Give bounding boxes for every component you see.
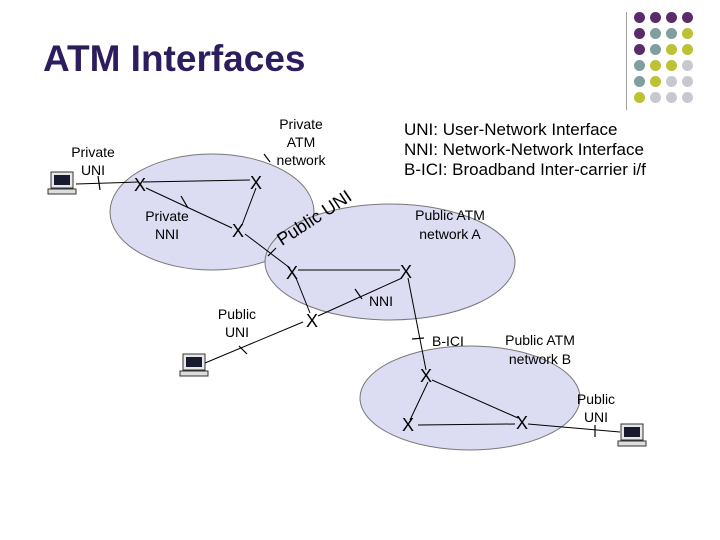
public-uni-right-label-line2: UNI xyxy=(584,409,608,425)
public-uni-curved-tick xyxy=(267,247,277,257)
legend-bici: B-ICI: Broadband Inter-carrier i/f xyxy=(404,160,646,179)
decorative-dot xyxy=(682,92,693,103)
public-network-b-label-line2: network B xyxy=(509,351,571,367)
decorative-dot xyxy=(682,76,693,87)
decorative-dot xyxy=(634,76,645,87)
computer-icon xyxy=(617,423,647,447)
switch-public-a-right: X xyxy=(400,262,412,282)
interface-legend: UNI: User-Network Interface NNI: Network… xyxy=(404,120,646,180)
public-uni-curved-link xyxy=(244,233,291,269)
private-nni-tick xyxy=(180,195,189,209)
bici-label: B-ICI xyxy=(432,333,464,349)
private-uni-tick xyxy=(97,175,101,191)
decorative-dot xyxy=(666,44,677,55)
decorative-dot xyxy=(682,60,693,71)
private-uni-label-line1: Private xyxy=(71,144,115,160)
public-network-b-label-line1: Public ATM xyxy=(505,332,575,348)
decorative-dot xyxy=(666,92,677,103)
decorative-dot xyxy=(650,92,661,103)
decorative-dot xyxy=(666,28,677,39)
private-atm-network-cloud xyxy=(109,153,315,271)
decorative-dot xyxy=(634,92,645,103)
decorative-dot xyxy=(650,12,661,23)
switch-public-a-left: X xyxy=(286,263,298,283)
decorative-dot xyxy=(634,12,645,23)
public-network-a-label-line1: Public ATM xyxy=(415,207,485,223)
decorative-dot xyxy=(650,28,661,39)
public-uni-right-link xyxy=(527,423,621,433)
decorative-dot xyxy=(650,60,661,71)
public-atm-network-b-cloud xyxy=(359,345,581,451)
network-a-link-left xyxy=(295,277,311,314)
decorative-dot xyxy=(682,12,693,23)
decorative-dot xyxy=(682,44,693,55)
private-nni-link xyxy=(145,187,233,229)
nni-label: NNI xyxy=(369,293,393,309)
switch-public-a-bottom: X xyxy=(306,311,318,331)
public-uni-right-label-line1: Public xyxy=(577,391,615,407)
decorative-dot xyxy=(650,44,661,55)
decorative-divider xyxy=(626,12,627,110)
bici-link xyxy=(407,277,427,371)
switch-public-b-top: X xyxy=(420,366,432,386)
private-nni-label-line1: Private xyxy=(145,208,189,224)
switch-private-bottom: X xyxy=(232,221,244,241)
private-nni-label-line2: NNI xyxy=(155,226,179,242)
decorative-dot xyxy=(666,60,677,71)
public-uni-left-link xyxy=(204,321,304,364)
decorative-dot xyxy=(650,76,661,87)
decorative-dot xyxy=(634,60,645,71)
legend-uni: UNI: User-Network Interface xyxy=(404,120,618,139)
network-b-link-diagonal xyxy=(431,379,519,419)
switch-private-left: X xyxy=(134,175,146,195)
switch-public-b-right: X xyxy=(516,413,528,433)
decorative-dot xyxy=(682,28,693,39)
public-uni-left-tick xyxy=(238,345,248,355)
private-network-label-line3: network xyxy=(276,152,326,168)
decorative-dot xyxy=(634,28,645,39)
slide-title: ATM Interfaces xyxy=(43,38,306,79)
legend-nni: NNI: Network-Network Interface xyxy=(404,140,644,159)
switch-public-b-left: X xyxy=(402,415,414,435)
bici-tick xyxy=(411,337,425,340)
public-atm-network-a-cloud xyxy=(264,203,516,321)
network-b-link-bottom xyxy=(417,423,516,426)
private-network-pointer-tick xyxy=(263,153,271,163)
decorative-dot xyxy=(634,44,645,55)
nni-tick xyxy=(354,288,363,300)
private-network-label-line1: Private xyxy=(279,116,323,132)
private-network-label-line2: ATM xyxy=(287,134,316,150)
switch-private-top-right: X xyxy=(250,173,262,193)
public-uni-left-label-line1: Public xyxy=(218,306,256,322)
private-uni-link xyxy=(75,181,139,185)
private-uni-label-line2: UNI xyxy=(81,162,105,178)
decorative-dot xyxy=(666,12,677,23)
computer-icon xyxy=(179,353,209,377)
network-b-link-left xyxy=(409,381,429,421)
computer-icon xyxy=(47,171,77,195)
private-switch-link-top xyxy=(142,179,251,183)
private-switch-link-right xyxy=(241,187,257,226)
decorative-dot xyxy=(666,76,677,87)
public-uni-left-label-line2: UNI xyxy=(225,324,249,340)
public-network-a-label-line2: network A xyxy=(419,226,481,242)
